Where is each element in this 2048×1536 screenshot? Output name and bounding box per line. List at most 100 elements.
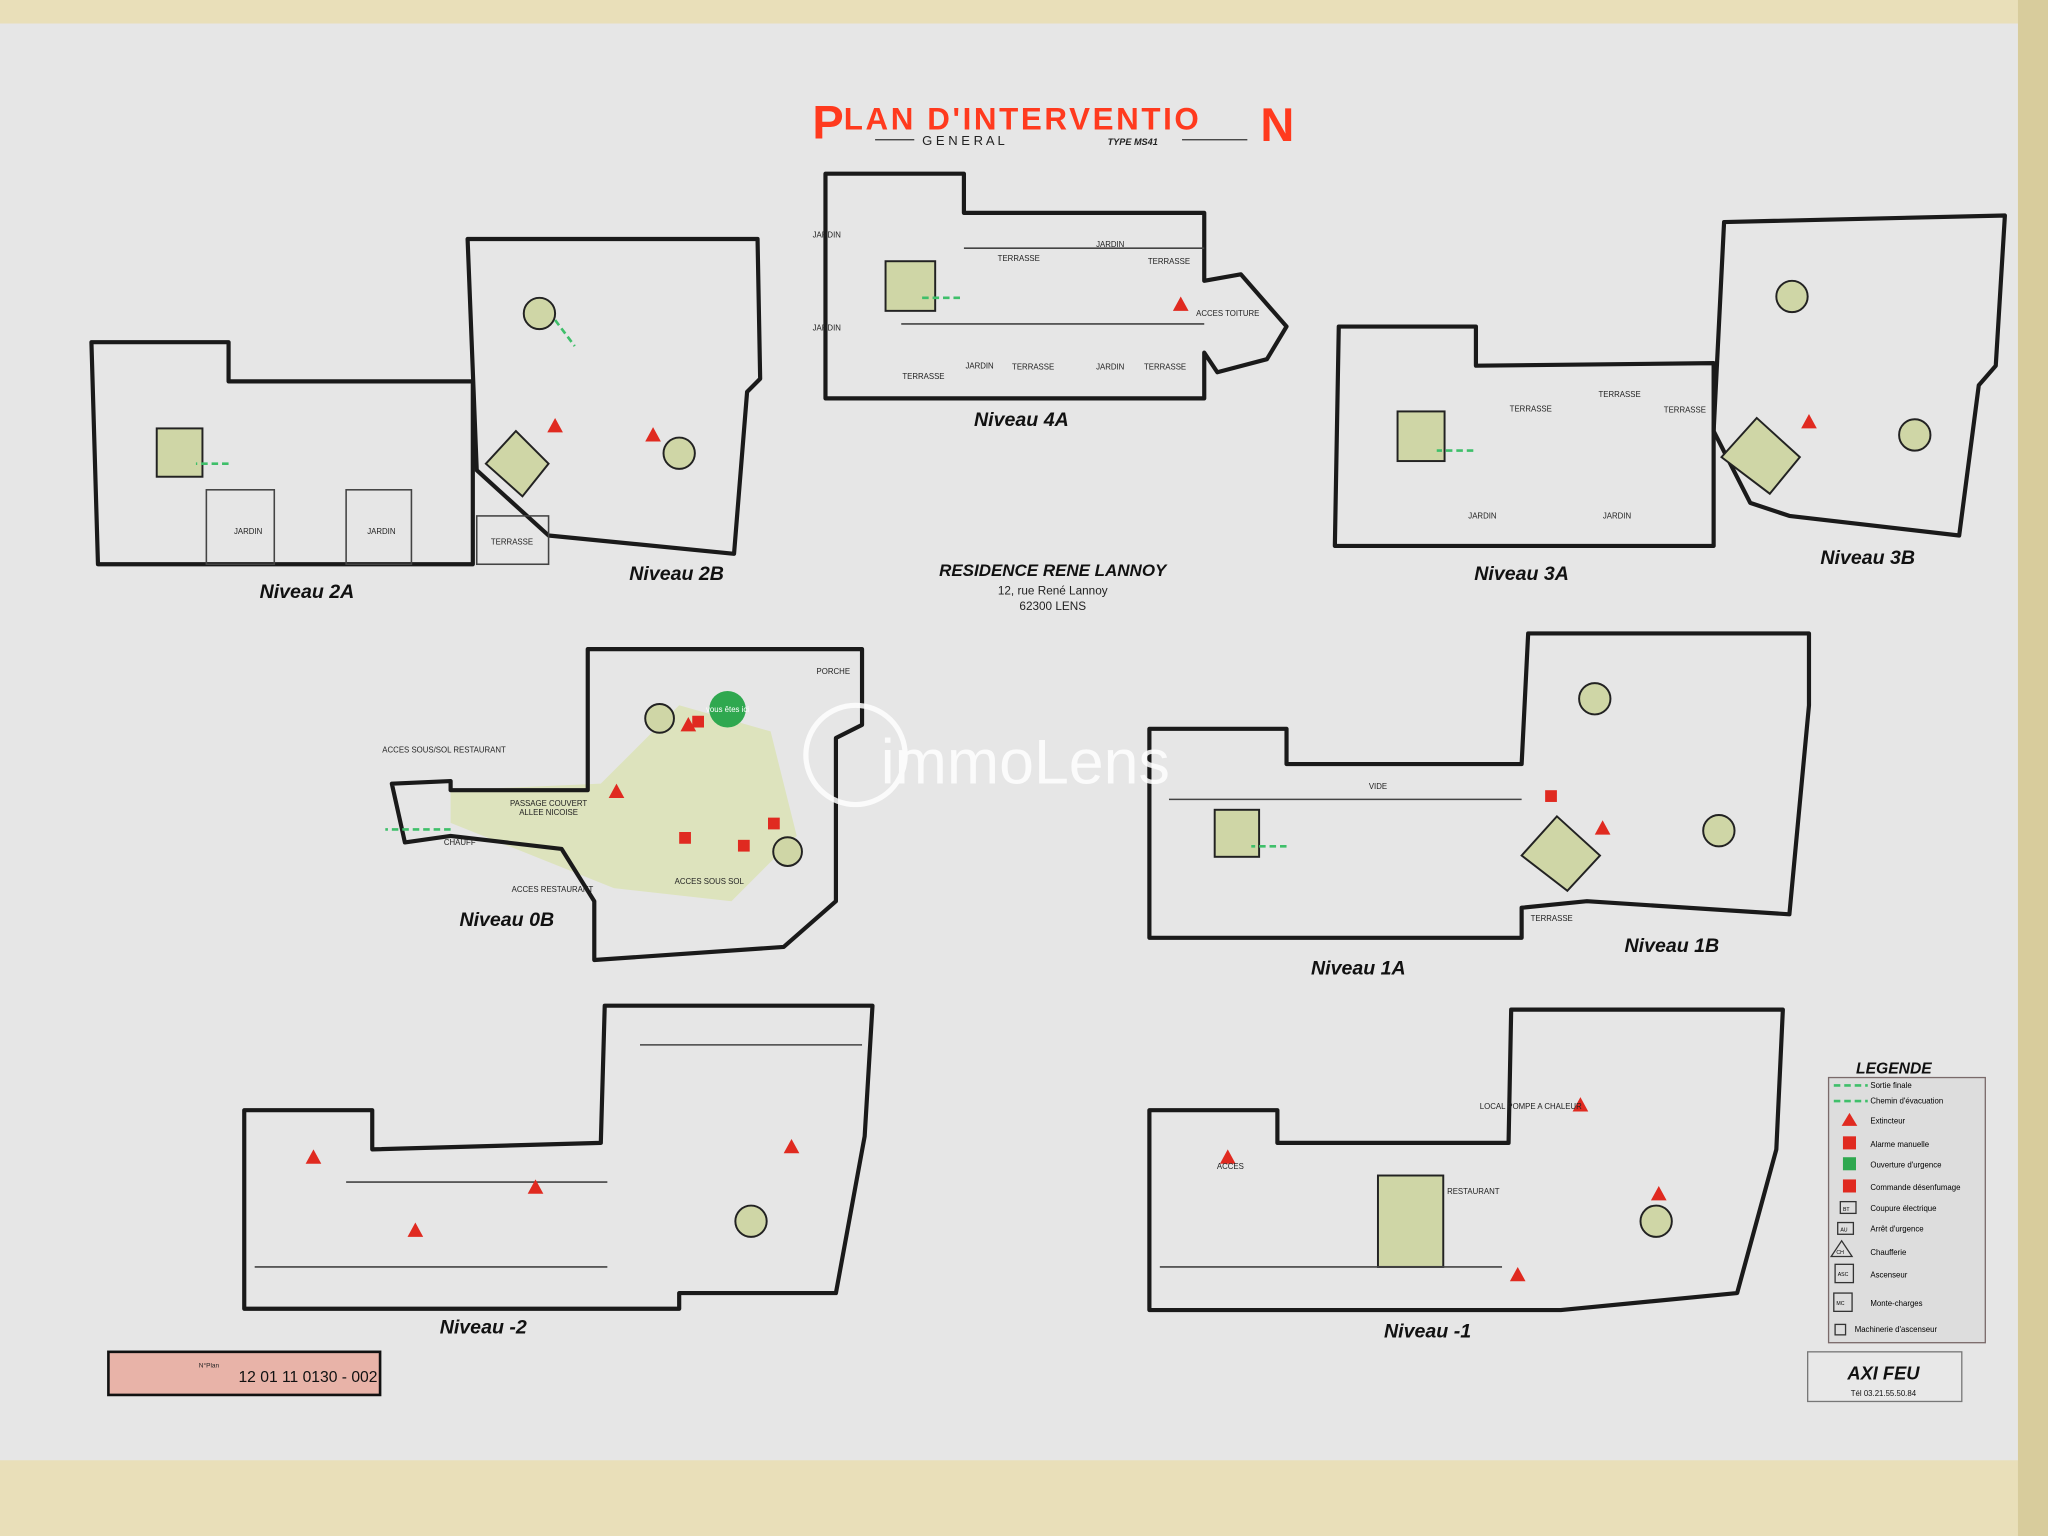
room-label: JARDIN (965, 361, 994, 370)
svg-text:Ouverture d'urgence: Ouverture d'urgence (1870, 1161, 1941, 1170)
level-label-minus-1: Niveau -1 (1384, 1320, 1471, 1342)
freight-elevator-icon (1833, 1292, 1853, 1312)
room-label: ACCES TOITURE (1196, 309, 1259, 318)
level-label-1a: Niveau 1A (1311, 957, 1406, 979)
boiler-room-icon (1829, 1239, 1854, 1258)
manual-alarm-icon (1842, 1136, 1856, 1150)
svg-text:N°Plan: N°Plan (199, 1362, 220, 1370)
svg-text:AU: AU (1840, 1228, 1847, 1234)
level-label-1b: Niveau 1B (1625, 935, 1720, 957)
svg-text:Monte-charges: Monte-charges (1870, 1299, 1922, 1308)
room-label: CHAUFF (444, 838, 476, 847)
svg-text:vous êtes ici: vous êtes ici (706, 705, 749, 714)
floor-plan-level-minus-2 (242, 1003, 875, 1311)
room-label: TERRASSE (491, 538, 533, 547)
svg-text:MC: MC (1836, 1301, 1844, 1307)
level-label-3b: Niveau 3B (1820, 547, 1915, 569)
svg-text:Arrêt d'urgence: Arrêt d'urgence (1870, 1225, 1923, 1234)
level-label-4a: Niveau 4A (974, 409, 1069, 431)
svg-text:Ascenseur: Ascenseur (1870, 1270, 1907, 1279)
room-label: JARDIN (1468, 512, 1497, 521)
plan-title: P LAN D'INTERVENTIO N G E N E R A L TYPE… (812, 95, 1294, 151)
wall (2017, 0, 2048, 1536)
room-label: TERRASSE (1664, 406, 1706, 415)
room-label: TERRASSE (1012, 363, 1054, 372)
room-label: PORCHE (817, 667, 851, 676)
svg-text:Sortie finale: Sortie finale (1870, 1081, 1911, 1090)
floor-plan-1a-1b: VIDE TERRASSE (1147, 631, 1812, 940)
room-label: LOCAL POMPE A CHALEUR (1480, 1102, 1582, 1111)
room-label: TERRASSE (1510, 404, 1552, 413)
room-label: TERRASSE (1144, 363, 1186, 372)
svg-text:Chemin d'évacuation: Chemin d'évacuation (1870, 1097, 1943, 1106)
svg-text:immoLens: immoLens (881, 728, 1170, 798)
legend-title: LEGENDE (1856, 1061, 1932, 1078)
room-label: ACCES (1217, 1162, 1244, 1171)
room-label: VIDE (1369, 782, 1387, 791)
title-final: N (1260, 98, 1294, 151)
residence-name: RESIDENCE RENE LANNOY (939, 561, 1168, 580)
room-label: ACCES SOUS/SOL RESTAURANT (382, 745, 506, 754)
room-label: ACCES RESTAURANT (512, 885, 594, 894)
plan-number-label: N°Plan 12 01 11 0130 - 002 (107, 1350, 382, 1397)
plan-board (0, 23, 2018, 1461)
elevator-machinery-icon (1834, 1323, 1847, 1336)
svg-text:Alarme manuelle: Alarme manuelle (1870, 1140, 1929, 1149)
stair-icon (155, 427, 204, 478)
room-label: JARDIN (813, 231, 842, 240)
svg-text:Chaufferie: Chaufferie (1870, 1248, 1906, 1257)
room-label: JARDIN (1096, 240, 1125, 249)
floor-plan-4a: JARDIN JARDIN TERRASSE JARDIN TERRASSE T… (813, 171, 1289, 401)
extinguisher-icon (645, 427, 661, 442)
room-label: TERRASSE (902, 372, 944, 381)
residence-address-city: 62300 LENS (1019, 600, 1086, 613)
room-label: TERRASSE (998, 254, 1040, 263)
extinguisher-icon (547, 417, 563, 433)
level-label-0b: Niveau 0B (459, 909, 554, 931)
svg-text:Machinerie d'ascenseur: Machinerie d'ascenseur (1855, 1325, 1938, 1334)
svg-text:BT: BT (1843, 1207, 1850, 1213)
level-label-minus-2: Niveau -2 (440, 1317, 527, 1339)
legend: LEGENDE Sortie finale Chemin d'évacuatio… (1827, 1061, 1986, 1344)
svg-text:ASC: ASC (1838, 1272, 1849, 1278)
svg-text:CH: CH (1836, 1250, 1844, 1256)
floor-plan-2b: TERRASSE (465, 236, 763, 566)
elevator-icon (1834, 1263, 1855, 1284)
residence-address-street: 12, rue René Lannoy (998, 584, 1108, 597)
room-label: RESTAURANT (1447, 1187, 1500, 1196)
emergency-opening-icon (1842, 1157, 1856, 1171)
room-label: PASSAGE COUVERT (510, 799, 587, 808)
svg-text:Tél 03.21.55.50.84: Tél 03.21.55.50.84 (1851, 1389, 1917, 1398)
room-label: ACCES SOUS SOL (675, 877, 745, 886)
title-initial: P (812, 95, 843, 148)
room-label: JARDIN (1096, 363, 1125, 372)
level-label-2a: Niveau 2A (260, 581, 355, 603)
floor-plan-3b (1711, 213, 2007, 538)
title-type: TYPE MS41 (1108, 137, 1158, 147)
title-main: LAN D'INTERVENTIO (844, 101, 1202, 136)
svg-text:Commande désenfumage: Commande désenfumage (1870, 1183, 1960, 1192)
svg-text:Extincteur: Extincteur (1870, 1116, 1905, 1125)
level-label-2b: Niveau 2B (629, 563, 724, 585)
svg-text:Coupure électrique: Coupure électrique (1870, 1204, 1936, 1213)
level-label-3a: Niveau 3A (1474, 563, 1569, 585)
title-subtitle: G E N E R A L (922, 133, 1005, 148)
floor-plan-3a: TERRASSE TERRASSE TERRASSE JARDIN JARDIN (1332, 324, 1716, 549)
axi-feu-logo: AXI FEU Tél 03.21.55.50.84 (1807, 1351, 1963, 1403)
room-label: TERRASSE (1598, 390, 1640, 399)
room-label: JARDIN (367, 527, 396, 536)
svg-text:12 01 11 0130 - 002: 12 01 11 0130 - 002 (238, 1369, 377, 1386)
room-label: JARDIN (813, 323, 842, 332)
floor-plan-0b: vous êtes ici PORCHE ACCES SOUS/SOL REST… (382, 647, 865, 963)
watermark-logo: immoLens (803, 702, 1170, 808)
room-label: TERRASSE (1148, 257, 1190, 266)
room-label: ALLEE NICOISE (519, 808, 578, 817)
floor-plan-level-minus-1: LOCAL POMPE A CHALEUR RESTAURANT ACCES (1147, 1007, 1785, 1313)
room-label: JARDIN (234, 527, 263, 536)
smoke-control-icon (1842, 1179, 1856, 1193)
room-label: JARDIN (1603, 512, 1632, 521)
room-label: TERRASSE (1531, 914, 1573, 923)
svg-text:AXI FEU: AXI FEU (1846, 1362, 1920, 1383)
power-cut-icon (1839, 1200, 1857, 1215)
